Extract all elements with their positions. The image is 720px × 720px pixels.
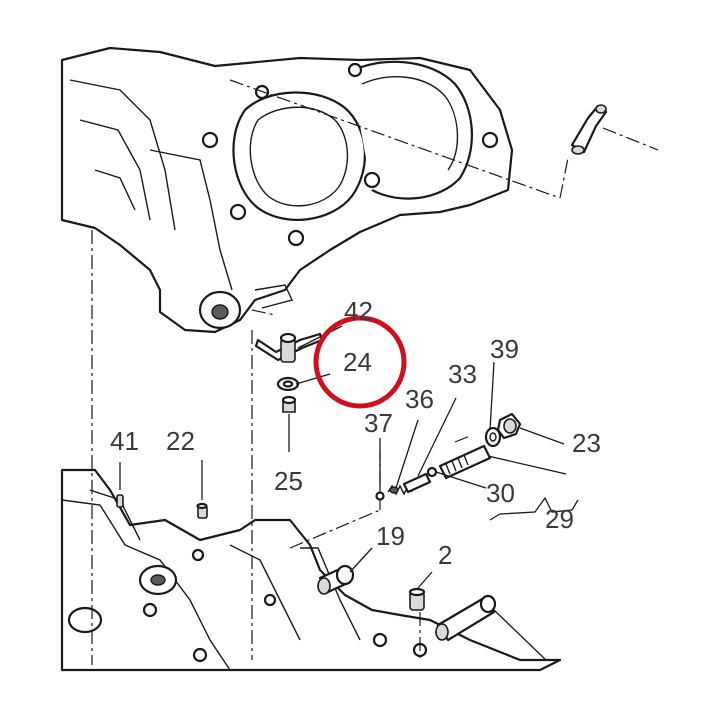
callout-42: 42 [344, 296, 373, 326]
callout-23: 23 [572, 428, 601, 458]
part-41-dowel [116, 494, 124, 508]
part-24-washer [276, 376, 300, 392]
callout-24: 24 [343, 347, 372, 377]
callout-39: 39 [490, 334, 519, 364]
part-42-bracket [254, 332, 324, 363]
assembly-centerlines [91, 79, 659, 665]
callout-36: 36 [405, 384, 434, 414]
callout-33: 33 [448, 359, 477, 389]
sleeve-part [435, 594, 497, 642]
part-33-pin [402, 472, 432, 494]
part-19-bushing [317, 564, 355, 595]
callout-22: 22 [166, 426, 195, 456]
part-2-dowel [408, 587, 426, 611]
part-39-washer [484, 426, 502, 448]
callout-30: 30 [486, 478, 515, 508]
highlight-circle [313, 315, 407, 409]
part-22-dowel [196, 502, 208, 519]
part-23-plug [496, 412, 522, 440]
part-25-bolt [281, 395, 297, 413]
cylinder-block [60, 46, 514, 334]
part-30-valve [426, 444, 492, 480]
part-37-ball [375, 491, 385, 501]
callout-25: 25 [274, 466, 303, 496]
callout-37: 37 [364, 408, 393, 438]
callout-29: 29 [545, 504, 574, 534]
hose-fitting [570, 104, 608, 155]
callout-41: 41 [110, 426, 139, 456]
callout-2: 2 [438, 540, 452, 570]
group-bracket-29 [489, 496, 579, 521]
lower-crankcase [60, 468, 562, 672]
leader-lines [119, 325, 567, 661]
callout-19: 19 [376, 521, 405, 551]
